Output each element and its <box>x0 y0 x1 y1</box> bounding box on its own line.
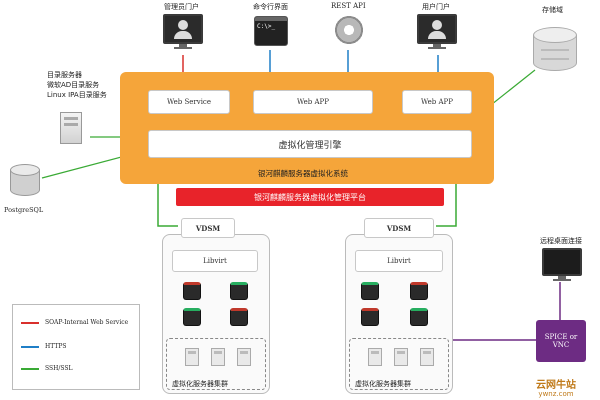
cli-label: 命令行界面 <box>253 3 288 11</box>
vm-icon <box>230 308 248 326</box>
vdsm-box-2[interactable]: VDSM <box>364 218 434 238</box>
server-icon <box>237 348 251 366</box>
directory-server-icon[interactable] <box>60 112 82 144</box>
postgresql-database-icon[interactable] <box>10 164 40 198</box>
vdsm-box-1[interactable]: VDSM <box>181 218 235 238</box>
cluster-label-2: 虚拟化服务器集群 <box>355 380 411 388</box>
server-icon <box>185 348 199 366</box>
storage-database-icon[interactable] <box>533 25 577 73</box>
legend-item-soap: SOAP-Internal Web Service <box>21 319 128 326</box>
libvirt-box-1[interactable]: Libvirt <box>172 250 258 272</box>
web-app-box-2[interactable]: Web APP <box>402 90 472 114</box>
system-label: 银河麒麟服务器虚拟化系统 <box>258 169 348 178</box>
libvirt-box-2[interactable]: Libvirt <box>355 250 443 272</box>
vm-icon <box>410 308 428 326</box>
rest-api-label: REST API <box>331 2 366 10</box>
directory-server-label: 目录服务器 微软AD目录服务 Linux IPA目录服务 <box>47 71 107 99</box>
legend-item-ssh: SSH/SSL <box>21 365 72 372</box>
platform-bar: 银河麒麟服务器虚拟化管理平台 <box>176 188 444 206</box>
user-portal-label: 用户门户 <box>422 3 450 11</box>
server-icon <box>211 348 225 366</box>
virtualization-manager-box[interactable]: 虚拟化管理引擎 <box>148 130 472 158</box>
cli-terminal-icon[interactable]: C:\>_ <box>254 16 288 46</box>
remote-desktop-monitor-icon[interactable] <box>542 248 582 276</box>
watermark: 云网牛站 ywnz.com <box>536 380 576 398</box>
spice-vnc-box[interactable]: SPICE or VNC <box>536 320 586 362</box>
storage-label: 存储域 <box>542 6 563 14</box>
web-service-box[interactable]: Web Service <box>148 90 230 114</box>
postgresql-label: PostgreSQL <box>4 206 44 214</box>
admin-portal-monitor-icon[interactable] <box>163 14 203 44</box>
vm-icon <box>230 282 248 300</box>
server-cluster-2 <box>349 338 449 390</box>
user-portal-monitor-icon[interactable] <box>417 14 457 44</box>
web-app-box-1[interactable]: Web APP <box>253 90 373 114</box>
server-icon <box>394 348 408 366</box>
vm-icon <box>361 282 379 300</box>
server-cluster-1 <box>166 338 266 390</box>
vm-icon <box>410 282 428 300</box>
gear-icon[interactable] <box>332 13 366 47</box>
cluster-label-1: 虚拟化服务器集群 <box>172 380 228 388</box>
vm-icon <box>183 308 201 326</box>
admin-portal-label: 管理员门户 <box>164 3 199 11</box>
legend-item-https: HTTPS <box>21 343 67 350</box>
legend: SOAP-Internal Web Service HTTPS SSH/SSL <box>12 304 140 390</box>
server-icon <box>368 348 382 366</box>
server-icon <box>420 348 434 366</box>
vm-icon <box>183 282 201 300</box>
vm-icon <box>361 308 379 326</box>
remote-desktop-label: 远程桌面连接 <box>540 237 582 245</box>
